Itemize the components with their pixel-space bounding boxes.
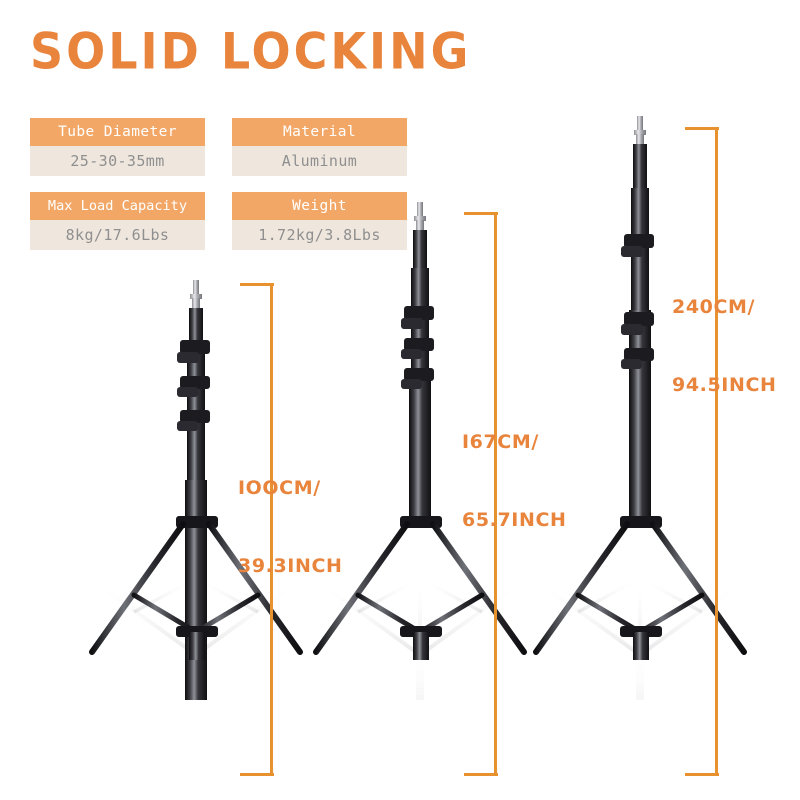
ruler-line-3 bbox=[715, 127, 718, 775]
measurement-inch-1: 39.3INCH bbox=[238, 555, 343, 577]
ruler-top-cap-3 bbox=[685, 127, 719, 130]
spigot-top bbox=[190, 280, 202, 310]
measurement-cm-2: I67CM/ bbox=[462, 431, 539, 453]
light-stand-medium bbox=[300, 202, 540, 700]
spec-card-material: Material Aluminum bbox=[232, 118, 407, 176]
locking-knob-group bbox=[621, 234, 654, 369]
tripod-braces bbox=[355, 592, 485, 635]
spec-card-tube-diameter: Tube Diameter 25-30-35mm bbox=[30, 118, 205, 176]
ruler-bottom-cap-2 bbox=[464, 773, 498, 776]
tripod-braces bbox=[575, 592, 705, 635]
brace-hub bbox=[620, 626, 662, 637]
brace-hub bbox=[400, 626, 442, 637]
spec-card-weight: Weight 1.72kg/3.8Lbs bbox=[232, 192, 407, 250]
spigot-top bbox=[634, 116, 646, 146]
measurement-label-1: IOOCM/ 39.3INCH bbox=[238, 423, 343, 631]
spec-value: Aluminum bbox=[232, 146, 407, 176]
measurement-inch-3: 94.5INCH bbox=[672, 374, 777, 396]
locking-knob-group bbox=[177, 340, 210, 431]
spec-label: Weight bbox=[232, 192, 407, 220]
ruler-line-1 bbox=[270, 283, 273, 775]
measurement-inch-2: 65.7INCH bbox=[462, 509, 567, 531]
page-title: SOLID LOCKING bbox=[30, 21, 472, 81]
measurement-label-2: I67CM/ 65.7INCH bbox=[462, 377, 567, 585]
spec-card-max-load-capacity: Max Load Capacity 8kg/17.6Lbs bbox=[30, 192, 205, 250]
locking-knob-group bbox=[401, 306, 434, 389]
measurement-cm-1: IOOCM/ bbox=[238, 477, 321, 499]
tripod-braces bbox=[131, 592, 261, 635]
spec-value: 8kg/17.6Lbs bbox=[30, 220, 205, 250]
measurement-label-3: 240CM/ 94.5INCH bbox=[672, 242, 777, 450]
spigot-top bbox=[414, 202, 426, 232]
ruler-top-cap-1 bbox=[240, 283, 274, 286]
spec-value: 25-30-35mm bbox=[30, 146, 205, 176]
ruler-top-cap-2 bbox=[464, 212, 498, 215]
ruler-bottom-cap-3 bbox=[685, 773, 719, 776]
ruler-bottom-cap-1 bbox=[240, 773, 274, 776]
light-stand-tall bbox=[520, 116, 760, 700]
spec-value: 1.72kg/3.8Lbs bbox=[232, 220, 407, 250]
measurement-cm-3: 240CM/ bbox=[672, 296, 756, 318]
spec-label: Max Load Capacity bbox=[30, 192, 205, 220]
spec-label: Material bbox=[232, 118, 407, 146]
spec-label: Tube Diameter bbox=[30, 118, 205, 146]
brace-hub bbox=[176, 626, 218, 637]
ruler-line-2 bbox=[494, 212, 497, 775]
